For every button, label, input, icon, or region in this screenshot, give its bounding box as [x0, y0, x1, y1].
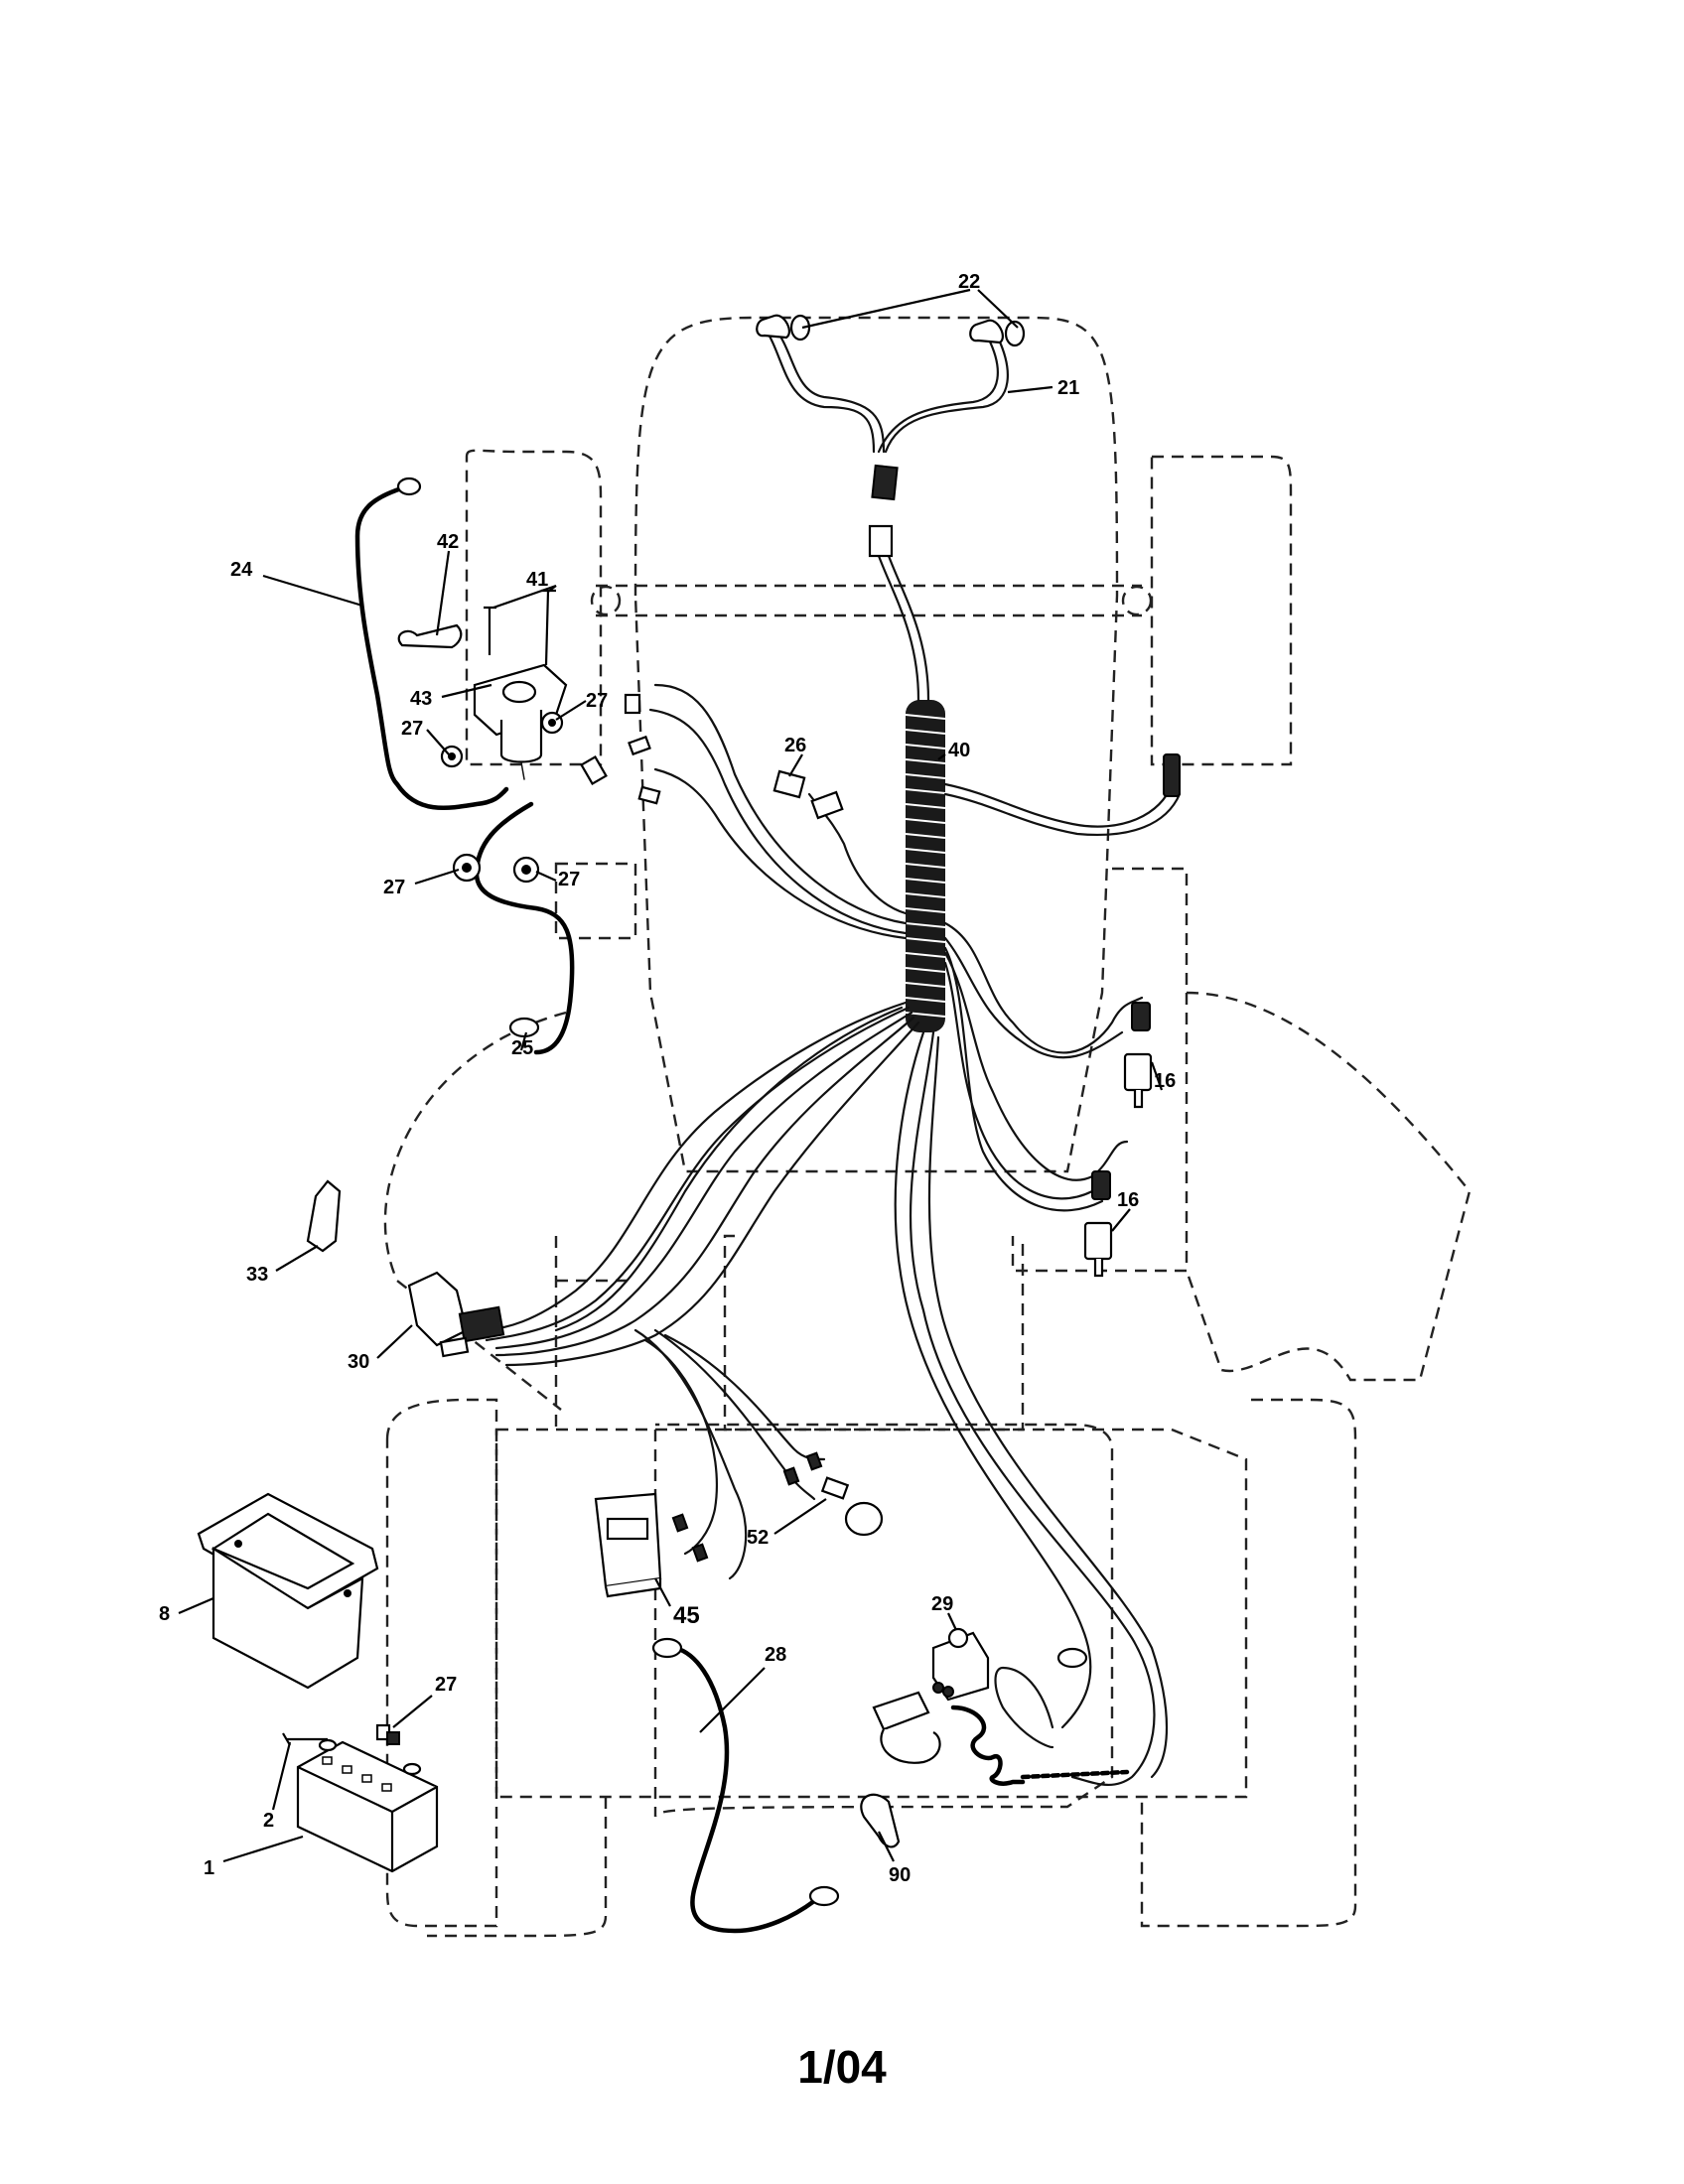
callout-43: 43	[410, 688, 432, 710]
callout-40: 40	[948, 740, 970, 761]
connector-29	[872, 1691, 941, 1764]
callout-41: 41	[526, 569, 548, 591]
headlight-bulb-right	[969, 319, 1026, 347]
fuse-holder	[772, 769, 844, 820]
callout-30: 30	[348, 1351, 369, 1373]
callout-27-lower-right: 27	[558, 869, 580, 890]
connector-16-lower	[1083, 1170, 1113, 1278]
callout-27-solenoid-right: 27	[586, 690, 608, 712]
battery-box	[197, 1492, 379, 1690]
callout-24: 24	[230, 559, 253, 581]
callout-29: 29	[931, 1593, 953, 1615]
parts	[197, 314, 1181, 1907]
callout-2: 2	[263, 1810, 274, 1832]
harness-wires	[475, 326, 1182, 1786]
hour-meter	[594, 1492, 662, 1598]
bulb-52	[820, 1476, 884, 1537]
callout-8: 8	[159, 1603, 170, 1625]
page-number: 1/04	[797, 2041, 887, 2093]
callout-16-upper: 16	[1154, 1070, 1176, 1092]
callout-27-battery: 27	[435, 1674, 457, 1696]
callout-numbers: 22 21 24 42 41 43 27 27 27 27 25 26 40 1…	[159, 271, 1176, 1886]
ignition-switch	[407, 1271, 505, 1358]
callout-16-lower: 16	[1117, 1189, 1139, 1211]
callout-90: 90	[889, 1864, 911, 1886]
callout-26: 26	[784, 735, 806, 756]
callout-1: 1	[204, 1857, 214, 1879]
key-switch	[931, 1627, 990, 1702]
callout-27-lower-left: 27	[383, 877, 405, 898]
headlight-bulb-left	[756, 314, 811, 341]
connector-16-upper	[1123, 1002, 1153, 1109]
tractor-outline	[383, 316, 1472, 1938]
harness-loom	[905, 700, 946, 1032]
battery	[296, 1738, 439, 1873]
callout-28: 28	[765, 1644, 786, 1666]
callout-21: 21	[1057, 377, 1079, 399]
leader-lines	[178, 288, 1164, 1863]
callout-42: 42	[437, 531, 459, 553]
callout-22: 22	[958, 271, 980, 293]
callout-25: 25	[511, 1037, 533, 1059]
callout-33: 33	[246, 1264, 268, 1286]
callout-52: 52	[747, 1527, 769, 1549]
callout-45: 45	[673, 1602, 700, 1629]
callout-27-solenoid-left: 27	[401, 718, 423, 740]
